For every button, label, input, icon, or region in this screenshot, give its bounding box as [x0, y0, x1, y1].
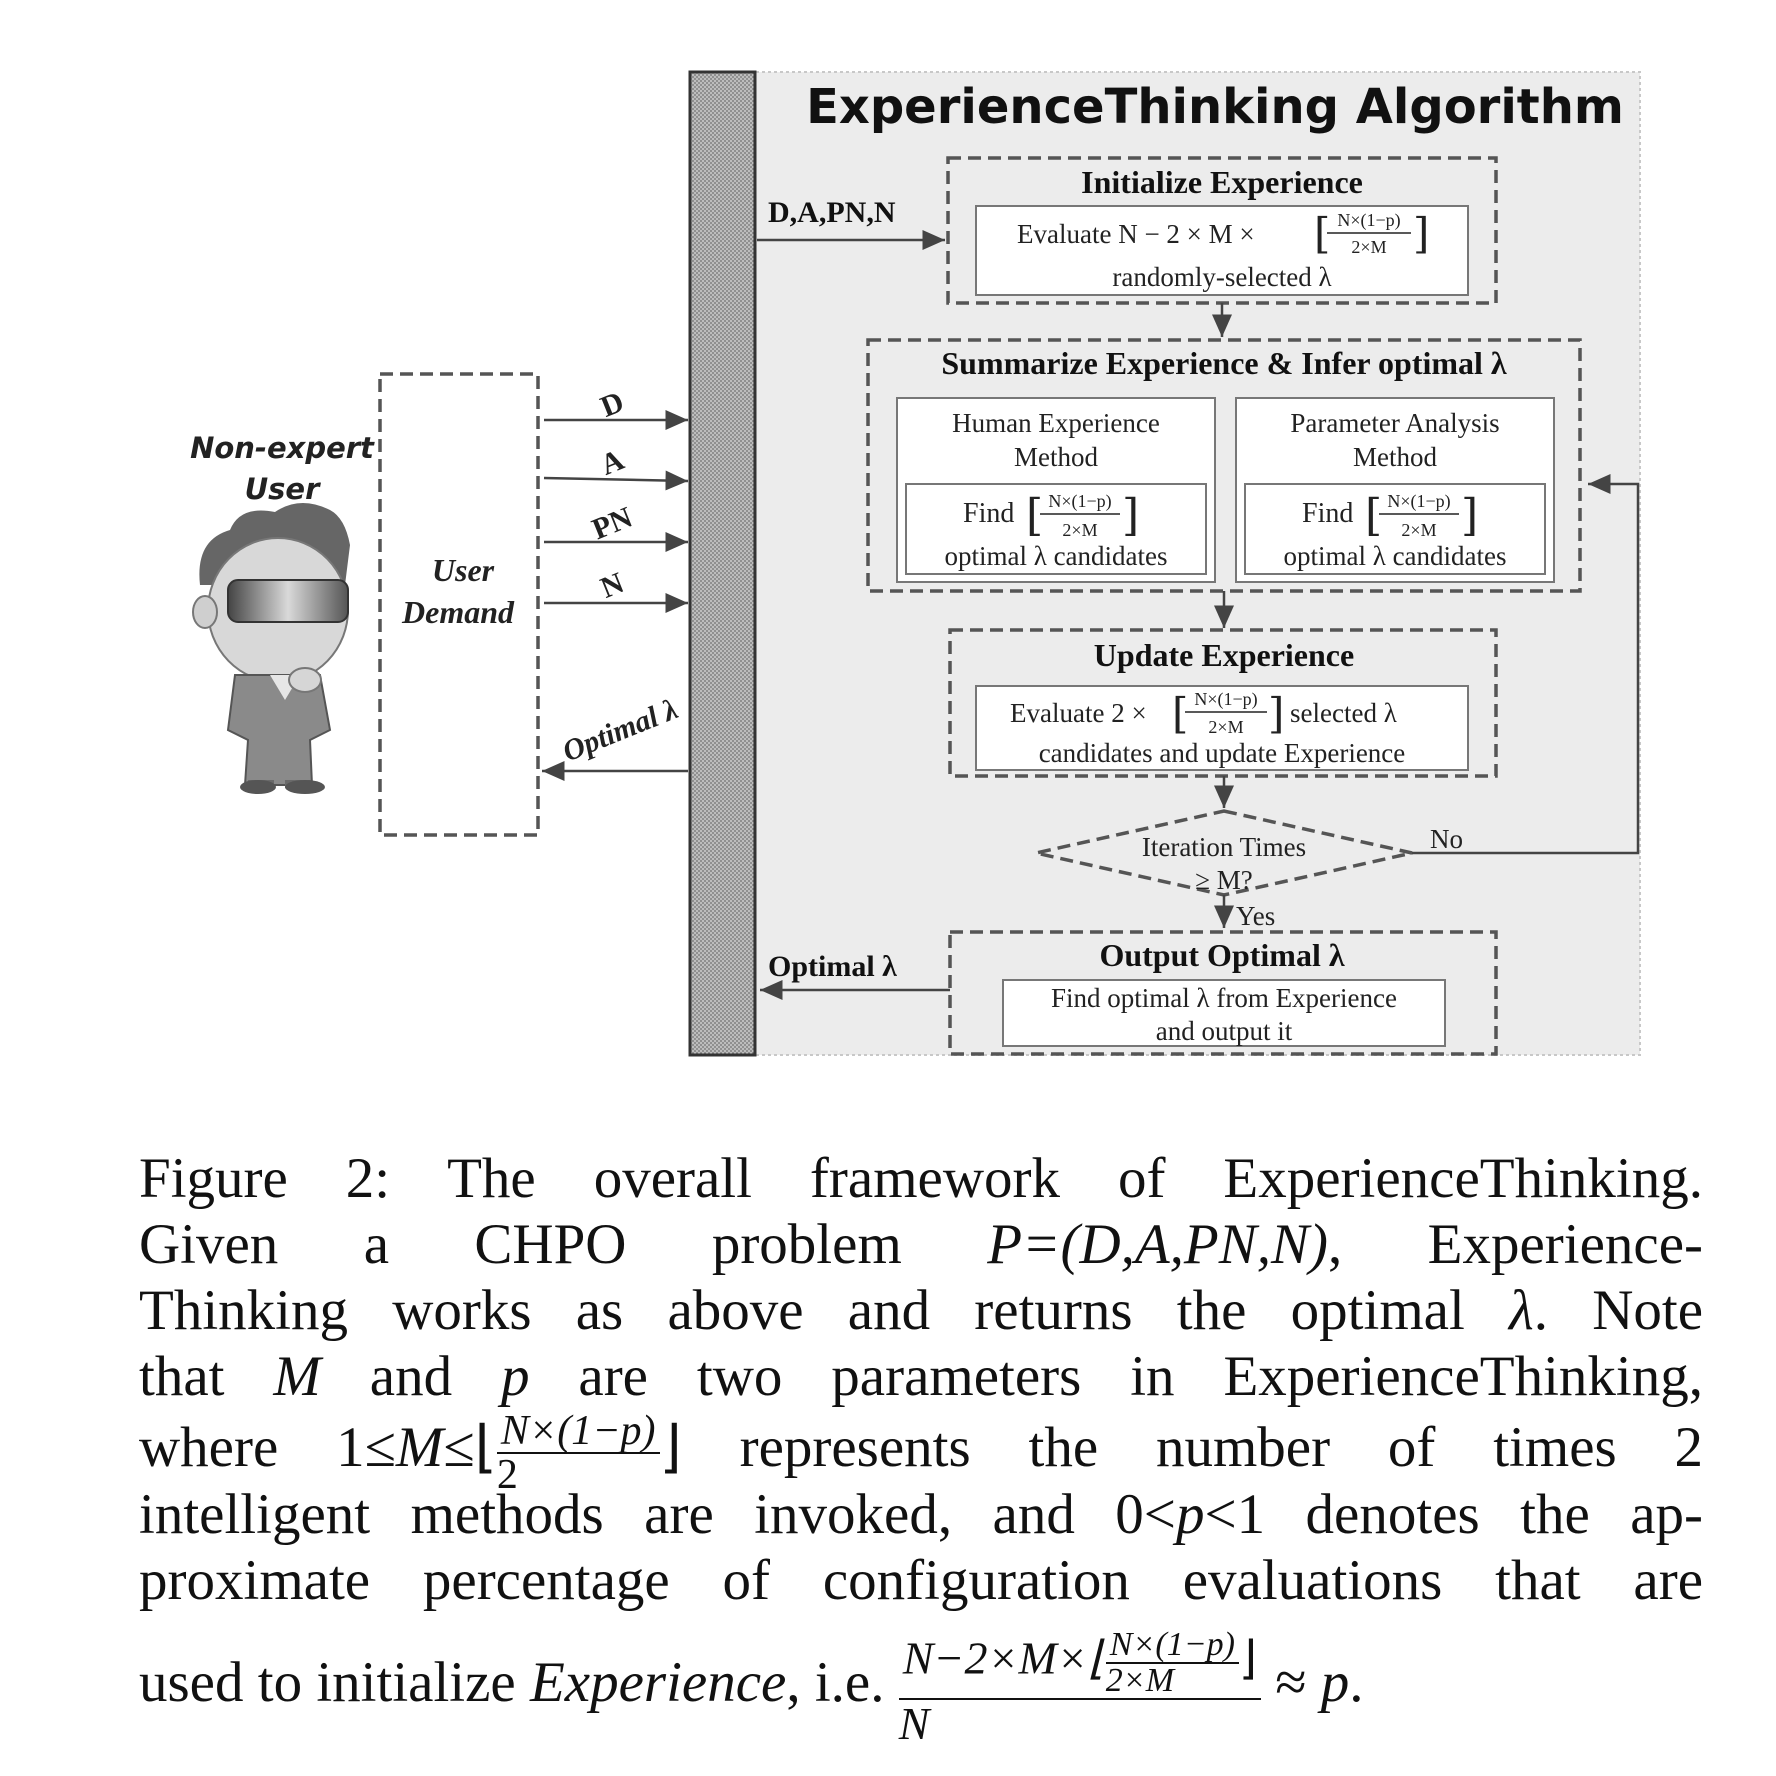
- initialize-experience-block: Initialize Experience Evaluate N − 2 × M…: [946, 156, 1498, 305]
- algorithm-title: ExperienceThinking Algorithm: [806, 79, 1624, 135]
- param-method-line1: Parameter Analysis: [1290, 408, 1499, 438]
- caption-line-4: that M and p are two parameters in Exper…: [139, 1345, 1704, 1408]
- summarize-title: Summarize Experience & Infer optimal λ: [941, 345, 1507, 381]
- output-line2: and output it: [1156, 1016, 1293, 1046]
- initialize-frac-den: 2×M: [1351, 237, 1386, 257]
- human-method-line1: Human Experience: [952, 408, 1160, 438]
- visor-icon: [227, 579, 349, 623]
- human-frac-den: 2×M: [1062, 520, 1097, 540]
- input-label-pn: PN: [587, 501, 637, 547]
- param-method-line2: Method: [1353, 442, 1437, 472]
- param-frac-num: N×(1−p): [1387, 491, 1450, 512]
- summarize-experience-block: Summarize Experience & Infer optimal λ H…: [866, 338, 1582, 593]
- initialize-line1-prefix: Evaluate N − 2 × M ×: [1017, 219, 1255, 249]
- caption-line-2: Given a CHPO problem P=(D,A,PN,N), Exper…: [139, 1213, 1703, 1276]
- caption-problem-math: P=(D,A,PN,N): [987, 1213, 1329, 1276]
- param-candidates: optimal λ candidates: [1283, 541, 1506, 571]
- update-title: Update Experience: [1094, 637, 1354, 673]
- decision-yes-label: Yes: [1236, 901, 1275, 931]
- optimal-out-label: Optimal λ: [558, 693, 682, 769]
- initialize-line2: randomly-selected λ: [1112, 262, 1331, 292]
- param-frac-den: 2×M: [1401, 520, 1436, 540]
- user-demand-line2: Demand: [401, 594, 515, 630]
- caption-fraction-m-bound: N×(1−p)2: [496, 1410, 660, 1496]
- svg-text:]: ]: [1122, 490, 1139, 541]
- svg-text:]: ]: [1413, 209, 1429, 258]
- input-label-a: A: [596, 443, 629, 482]
- user-label-line2: User: [245, 472, 321, 506]
- input-arrows: [542, 410, 689, 781]
- svg-text:]: ]: [1268, 689, 1284, 738]
- svg-text:[: [: [1172, 689, 1188, 738]
- user-demand-line1: User: [432, 552, 495, 588]
- user-label-line1: Non-expert: [190, 431, 375, 465]
- input-label-d: D: [596, 385, 628, 424]
- output-optimal-block: Output Optimal λ Find optimal λ from Exp…: [948, 930, 1498, 1056]
- human-frac-num: N×(1−p): [1048, 491, 1111, 512]
- svg-text:[: [: [1314, 209, 1330, 258]
- output-line1: Find optimal λ from Experience: [1051, 983, 1397, 1013]
- update-experience-block: Update Experience Evaluate 2 × [ N×(1−p)…: [948, 628, 1498, 778]
- human-candidates: optimal λ candidates: [944, 541, 1167, 571]
- caption-line-3: Thinking works as above and returns the …: [139, 1279, 1704, 1342]
- decision-no-label: No: [1430, 824, 1463, 854]
- human-find-prefix: Find: [963, 498, 1014, 529]
- update-frac-den: 2×M: [1208, 717, 1243, 737]
- output-title: Output Optimal λ: [1099, 937, 1344, 973]
- decision-line2: ≥ M?: [1195, 865, 1253, 895]
- caption-line-8: used to initialize Experience, i.e. N−2×…: [139, 1626, 1364, 1749]
- svg-text:[: [: [1026, 490, 1043, 541]
- user-demand-box: [378, 372, 540, 837]
- bus-out-label: Optimal λ: [768, 950, 897, 983]
- initialize-title: Initialize Experience: [1081, 164, 1363, 200]
- user-illustration: Non-expert User: [190, 431, 375, 794]
- update-line1-prefix: Evaluate 2 ×: [1010, 698, 1147, 728]
- caption-line-6: intelligent methods are invoked, and 0<p…: [139, 1483, 1703, 1546]
- decision-line1: Iteration Times: [1142, 832, 1306, 862]
- caption-line-1: Figure 2: The overall framework of Exper…: [139, 1147, 1703, 1210]
- bus-bar: [688, 70, 757, 1057]
- human-method-line2: Method: [1014, 442, 1098, 472]
- bus-in-label: D,A,PN,N: [768, 196, 896, 229]
- caption-line-5: where 1≤M≤⌊N×(1−p)2⌋ represents the numb…: [139, 1408, 1703, 1498]
- initialize-frac-num: N×(1−p): [1337, 210, 1400, 231]
- input-label-n: N: [596, 566, 629, 605]
- svg-text:]: ]: [1461, 490, 1478, 541]
- framework-figure: ExperienceThinking Algorithm Non-expert …: [190, 70, 1641, 1057]
- caption-line-7: proximate percentage of configuration ev…: [139, 1549, 1703, 1612]
- update-line1-suffix: selected λ: [1290, 698, 1397, 728]
- svg-text:[: [: [1365, 490, 1382, 541]
- caption-fraction-ratio: N−2×M×⌊N×(1−p)2×M⌋N: [898, 1628, 1261, 1748]
- figure-caption: Figure 2: The overall framework of Exper…: [139, 1146, 1704, 1749]
- param-find-prefix: Find: [1302, 498, 1353, 529]
- update-frac-num: N×(1−p): [1194, 689, 1257, 710]
- update-line2: candidates and update Experience: [1039, 738, 1406, 768]
